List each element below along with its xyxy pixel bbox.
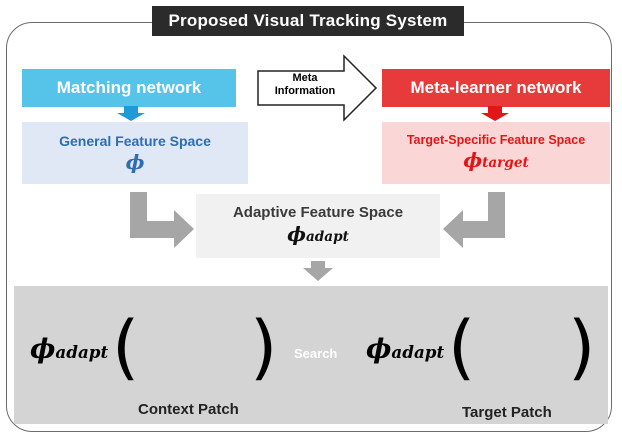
target-open-paren: ( xyxy=(448,306,476,388)
phi-adapt-symbol: ϕadapt xyxy=(287,222,349,246)
meta-line-1: Meta xyxy=(292,72,318,84)
meta-line-2: Information xyxy=(274,85,336,97)
meta-information-label: Meta Information xyxy=(268,72,342,98)
phi-symbol: ϕ xyxy=(125,150,145,174)
target-close-paren: ) xyxy=(568,306,596,388)
context-open-paren: ( xyxy=(112,306,140,388)
target-phi-adapt: ϕadapt xyxy=(366,334,445,365)
search-panel xyxy=(14,286,608,424)
left-to-adaptive-arrow xyxy=(130,192,194,248)
system-title: Proposed Visual Tracking System xyxy=(152,6,464,36)
general-feature-space-label: General Feature Space xyxy=(59,133,211,149)
adaptive-down-arrow xyxy=(303,261,333,281)
phi-target-symbol: ϕtarget xyxy=(463,147,529,172)
adaptive-feature-space: Adaptive Feature Space ϕadapt xyxy=(196,194,440,258)
meta-learner-network-box: Meta-learner network xyxy=(382,69,610,107)
target-specific-feature-space-label: Target-Specific Feature Space xyxy=(406,132,586,147)
right-to-adaptive-arrow xyxy=(443,192,505,248)
search-label: Search xyxy=(294,346,338,361)
adaptive-feature-space-label: Adaptive Feature Space xyxy=(232,204,404,221)
target-specific-feature-space: Target-Specific Feature Space ϕtarget xyxy=(382,122,610,184)
meta-information-arrow xyxy=(257,54,378,122)
matching-network-box: Matching network xyxy=(22,69,236,107)
matching-down-arrow xyxy=(117,106,145,121)
context-phi-adapt: ϕadapt xyxy=(30,334,109,365)
context-patch-label: Context Patch xyxy=(138,401,239,418)
context-close-paren: ) xyxy=(250,306,278,388)
meta-down-arrow xyxy=(481,106,509,121)
target-patch-label: Target Patch xyxy=(462,404,552,421)
general-feature-space: General Feature Space ϕ xyxy=(22,122,248,184)
